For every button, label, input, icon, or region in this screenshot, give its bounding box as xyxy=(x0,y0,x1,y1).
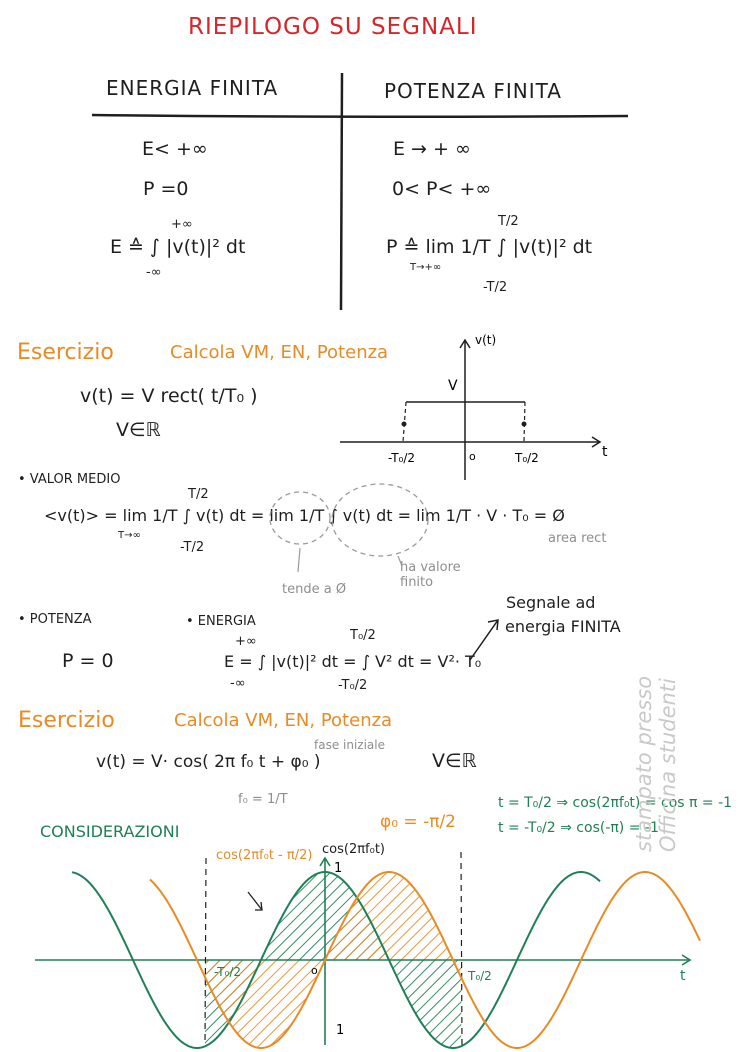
power-value: P = 0 xyxy=(62,650,114,672)
plot-level-label: V xyxy=(448,378,458,394)
green-note-1: t = T₀/2 ⇒ cos(2πf₀t) = cos π = -1 xyxy=(498,795,733,811)
plot-right-tick: T₀/2 xyxy=(514,451,539,465)
energy-integral-upper: +∞ xyxy=(171,217,193,232)
freq-note: f₀ = 1/T xyxy=(238,792,288,807)
exercise2-label: Esercizio xyxy=(18,708,115,733)
exercise2-domain: V∈ℝ xyxy=(432,750,477,772)
power-lim-under: T→+∞ xyxy=(410,262,442,273)
watermark: stampato presso Officina studenti xyxy=(632,675,680,852)
plot2-y-bottom: 1 xyxy=(336,1023,344,1038)
energy-note-line1: Segnale ad xyxy=(506,593,596,612)
phase-note: fase iniziale xyxy=(314,738,386,752)
power-definition: P ≙ lim 1/T ∫ |v(t)|² dt xyxy=(386,236,593,258)
orange-curve-label: cos(2πf₀t - π/2) xyxy=(216,848,313,863)
phi-note: φ₀ = -π/2 xyxy=(380,812,456,832)
energy-upper-1: +∞ xyxy=(235,634,257,649)
energy-finite-header: ENERGIA FINITA xyxy=(106,76,279,100)
power-integral-lower: -T/2 xyxy=(483,280,508,295)
power-integral-upper: T/2 xyxy=(498,214,519,229)
mean-limits-upper: T/2 xyxy=(188,487,209,502)
mean-lim-under: T→∞ xyxy=(118,530,141,541)
power-finite-header: POTENZA FINITA xyxy=(384,79,562,103)
plot2-x-label: t xyxy=(680,968,686,984)
exercise1-signal: v(t) = V rect( t/T₀ ) xyxy=(80,385,258,407)
area-rect-note: area rect xyxy=(548,531,607,546)
plot2-right-tick: T₀/2 xyxy=(467,969,492,983)
exercise2-signal: v(t) = V· cos( 2π f₀ t + φ₀ ) xyxy=(96,752,321,772)
energy-formula: E = ∫ |v(t)|² dt = ∫ V² dt = V²· T₀ xyxy=(224,652,482,671)
exercise1-task: Calcola VM, EN, Potenza xyxy=(170,342,389,363)
mean-formula: <v(t)> = lim 1/T ∫ v(t) dt = lim 1/T ∫ v… xyxy=(44,506,565,525)
plot2-origin: o xyxy=(311,964,318,977)
plot-left-tick: -T₀/2 xyxy=(388,451,415,465)
green-note-2: t = -T₀/2 ⇒ cos(-π) = -1 xyxy=(498,820,659,836)
green-curve-label: cos(2πf₀t) xyxy=(322,842,386,857)
exercise2-task: Calcola VM, EN, Potenza xyxy=(174,710,393,731)
cosine-plot: 1 1 o -T₀/2 T₀/2 t xyxy=(35,851,701,1049)
energy-note-arrow xyxy=(469,619,499,661)
rect-pulse-plot: v(t) t V -T₀/2 o T₀/2 xyxy=(340,333,608,480)
energy-condition: E< +∞ xyxy=(142,138,208,160)
considerations-heading: CONSIDERAZIONI xyxy=(40,822,180,841)
energy-note-line2: energia FINITA xyxy=(505,617,621,636)
power-energy-condition: E → + ∞ xyxy=(393,138,471,160)
exercise1-domain: V∈ℝ xyxy=(116,419,161,441)
plot-y-label: v(t) xyxy=(475,333,496,347)
exercise1-label: Esercizio xyxy=(17,340,114,365)
plot2-left-tick: -T₀/2 xyxy=(214,965,241,979)
energy-integral-lower: -∞ xyxy=(146,265,162,280)
plot-origin: o xyxy=(469,450,476,463)
energy-heading: • ENERGIA xyxy=(186,614,256,629)
energy-lower-2: -T₀/2 xyxy=(338,678,368,693)
plot-x-label: t xyxy=(602,444,608,460)
power-heading: • POTENZA xyxy=(18,612,92,627)
page-title: RIEPILOGO SU SEGNALI xyxy=(188,14,478,40)
tends-to-zero-note: tende a Ø xyxy=(282,582,347,597)
finite-value-note: ha valore finito xyxy=(400,560,461,590)
table-lines xyxy=(91,72,629,311)
energy-lower-1: -∞ xyxy=(230,676,246,691)
plot2-y-top: 1 xyxy=(334,861,342,876)
power-condition: 0< P< +∞ xyxy=(392,178,492,200)
energy-power-condition: P =0 xyxy=(143,178,189,200)
mean-heading: • VALOR MEDIO xyxy=(18,472,121,487)
mean-limits-lower: -T/2 xyxy=(180,540,205,555)
mean-annotations xyxy=(269,483,429,573)
energy-upper-2: T₀/2 xyxy=(350,628,376,643)
energy-definition: E ≙ ∫ |v(t)|² dt xyxy=(110,236,246,258)
